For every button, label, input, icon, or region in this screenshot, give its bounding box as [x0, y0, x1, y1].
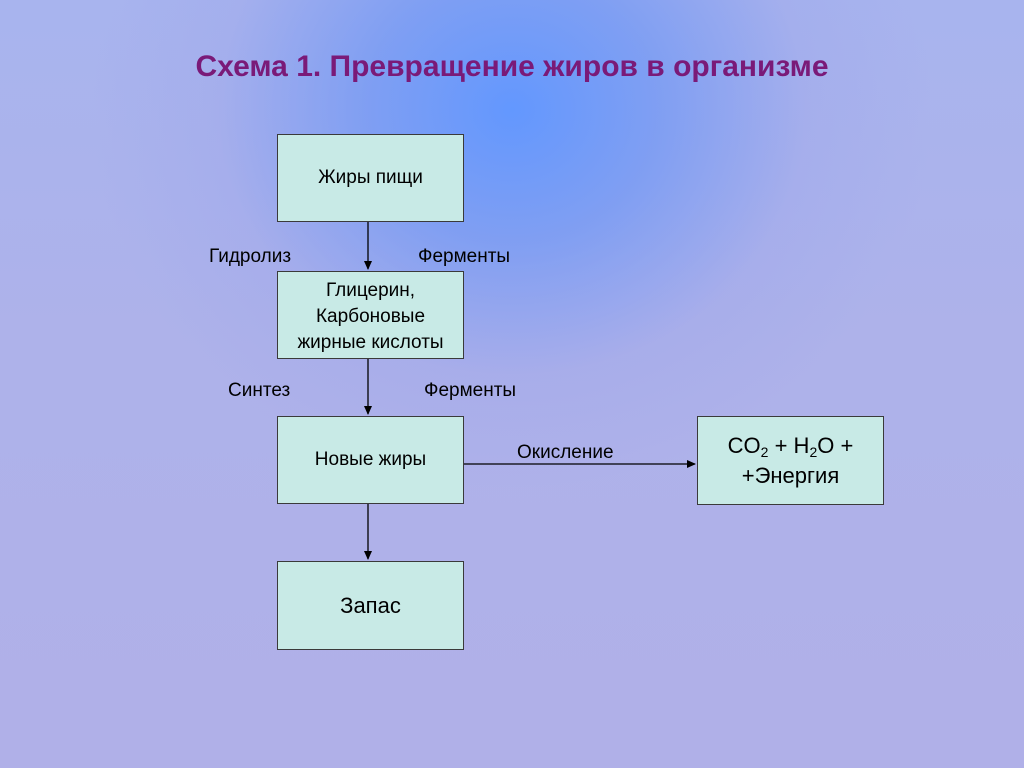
node-storage: Запас [277, 561, 464, 650]
node-products-label: CO2 + H2O + +Энергия [728, 431, 854, 491]
node-glycerin-label: Глицерин, Карбоновые жирные кислоты [297, 278, 443, 356]
node-new-fats-label: Новые жиры [314, 449, 427, 470]
edge-label-hydrolysis: Гидролиз [209, 246, 292, 267]
node-glycerin-line-3: жирные кислоты [297, 332, 444, 353]
edge-label-oxidation: Окисление [517, 442, 614, 463]
node-food-fats-label: Жиры пищи [318, 167, 423, 188]
node-storage-label: Запас [340, 592, 401, 618]
edge-label-enzymes-2: Ферменты [424, 380, 517, 401]
node-food-fats: Жиры пищи [277, 134, 464, 222]
node-oxidation-products: CO2 + H2O + +Энергия [697, 416, 884, 505]
edge-label-synthesis: Синтез [228, 380, 291, 401]
node-glycerin-line-2: Карбоновые [315, 306, 426, 327]
node-new-fats: Новые жиры [277, 416, 464, 504]
products-energy: +Энергия [741, 463, 840, 488]
node-glycerin-line-1: Глицерин, [325, 280, 416, 301]
node-glycerin-fatty-acids: Глицерин, Карбоновые жирные кислоты [277, 271, 464, 359]
products-formula: CO2 + H2O + [727, 433, 854, 460]
slide-title: Схема 1. Превращение жиров в организме [195, 50, 829, 83]
edge-label-enzymes-1: Ферменты [418, 246, 511, 267]
